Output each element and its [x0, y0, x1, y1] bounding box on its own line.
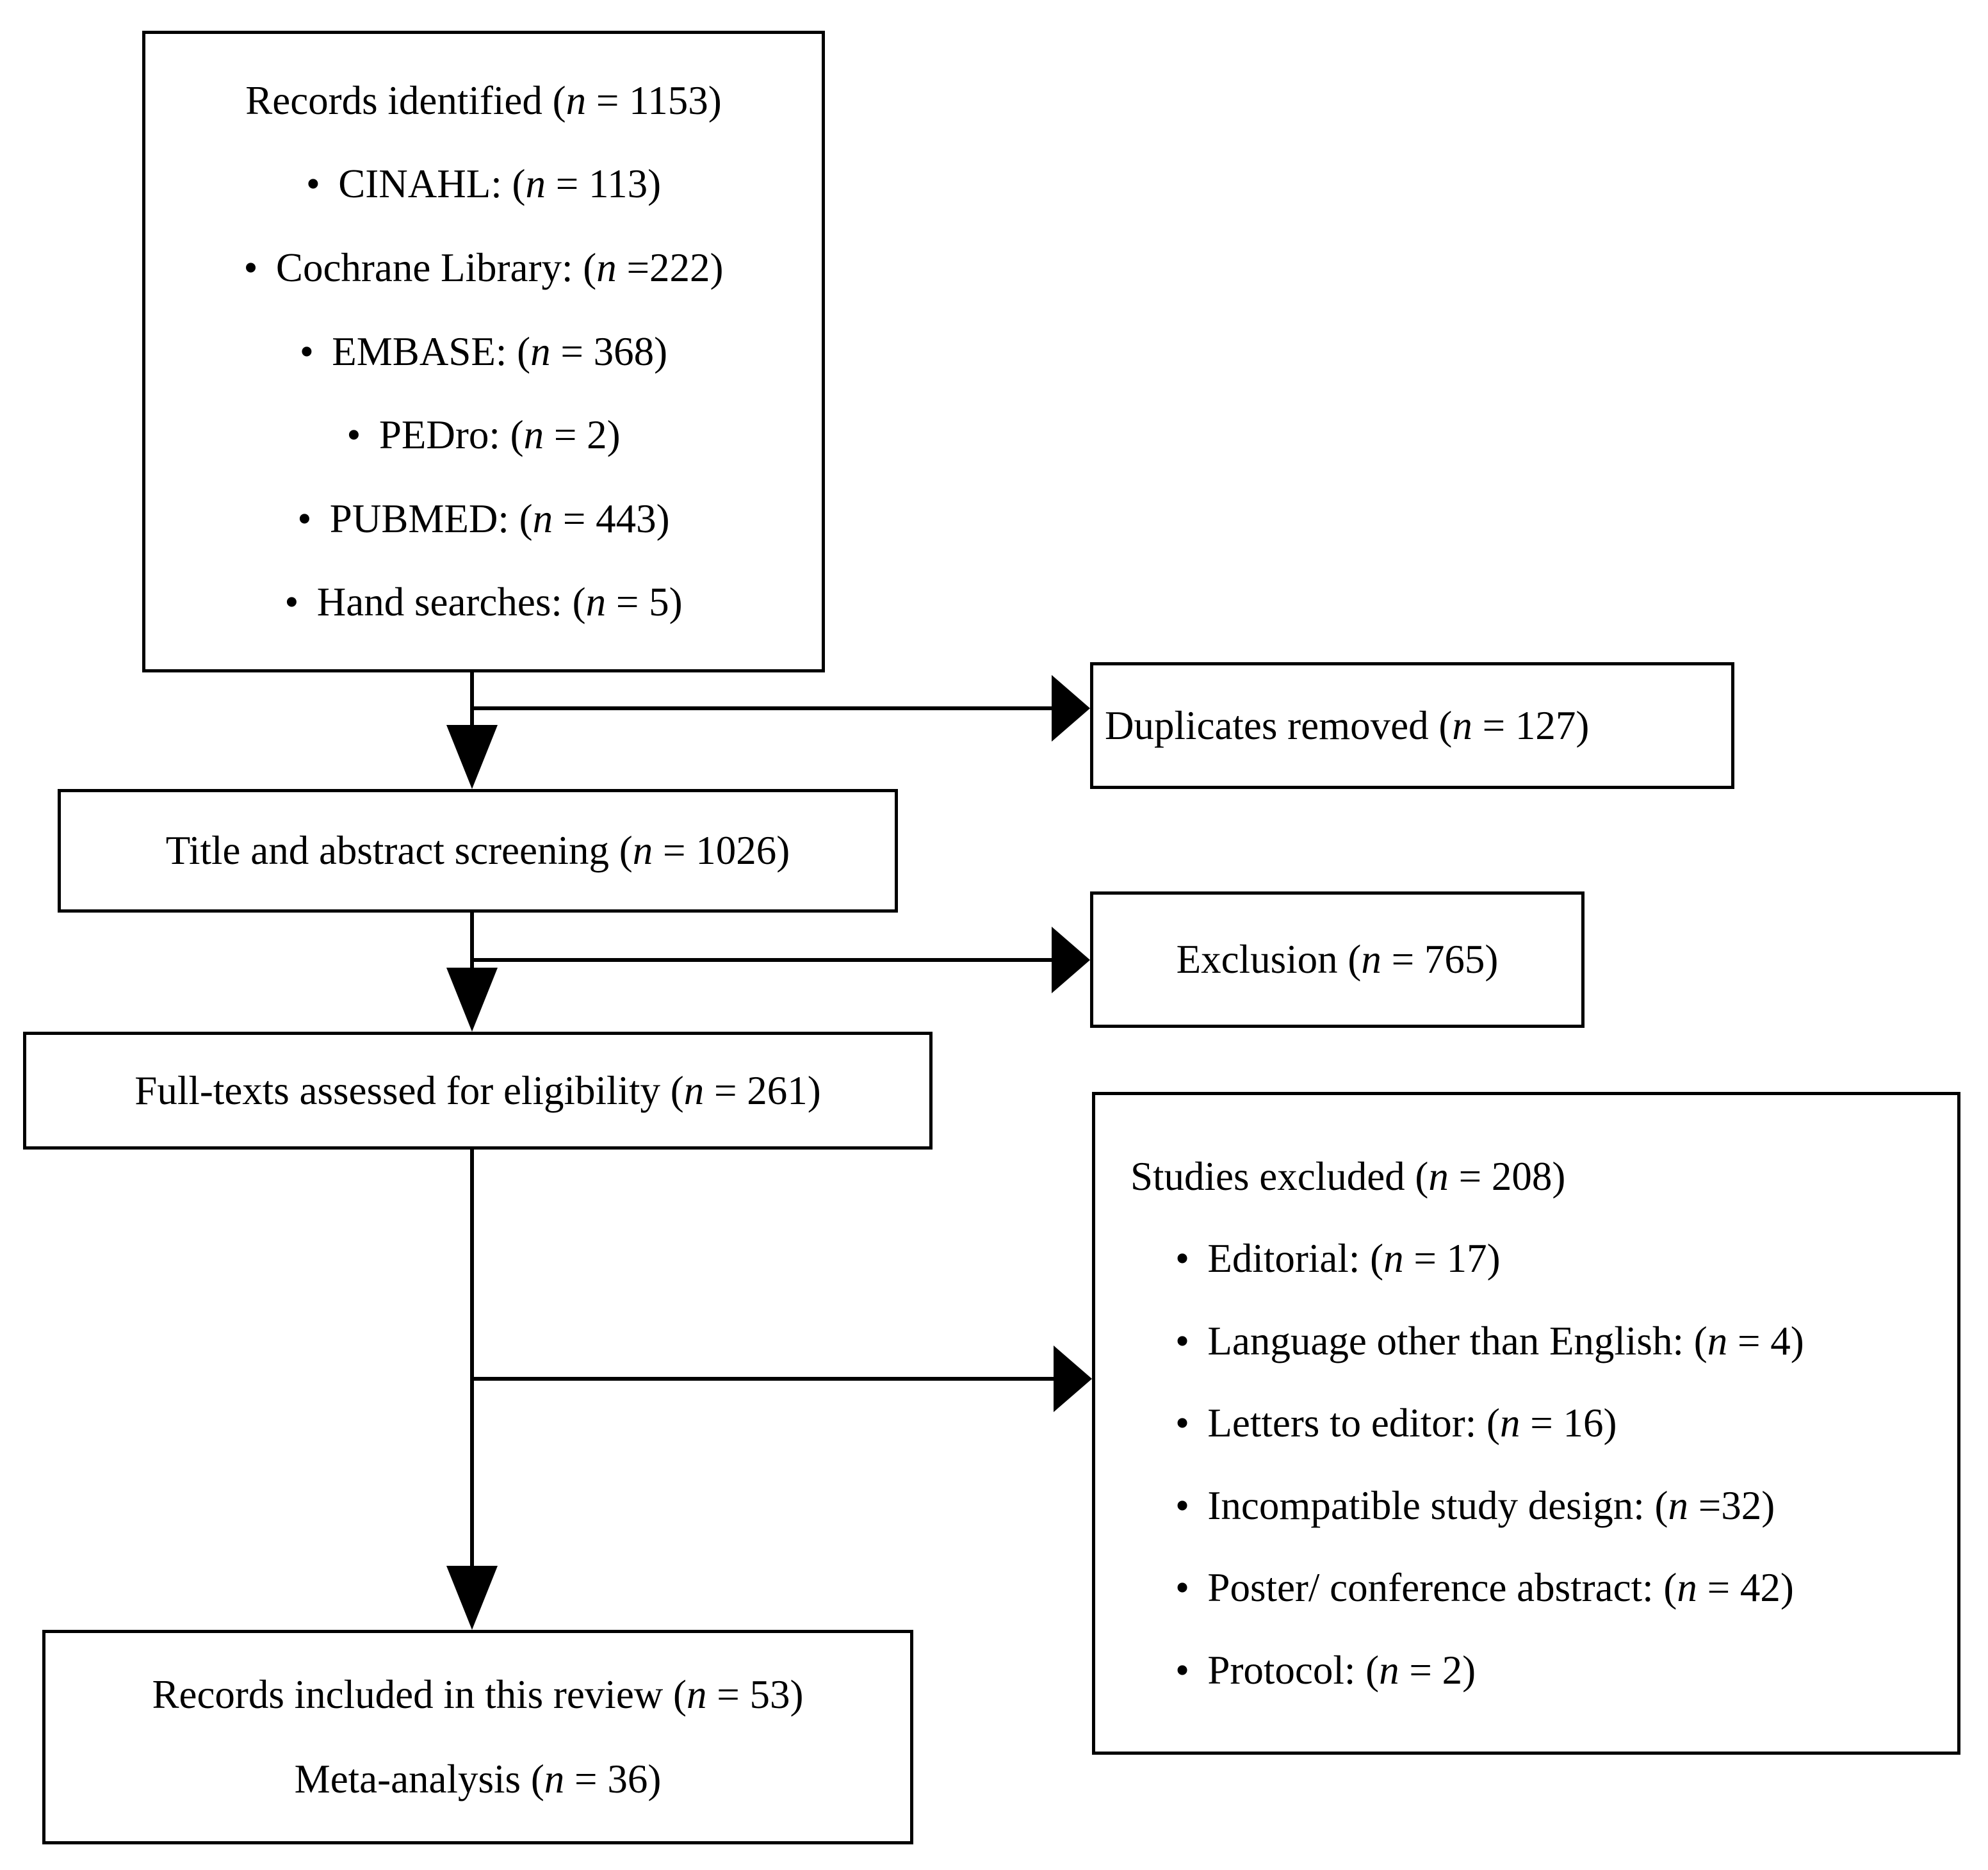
arrowhead-right-exclusion-icon [1052, 927, 1090, 993]
excluded-item-study-design: Incompatible study design: (n =32) [1175, 1483, 1941, 1529]
records-item-label: CINAHL: (n = 113) [338, 161, 662, 207]
excluded-item-poster-abstract: Poster/ conference abstract: (n = 42) [1175, 1565, 1941, 1611]
records-item-label: EMBASE: (n = 368) [332, 329, 668, 374]
bullet-icon [346, 412, 361, 457]
bullet-icon [300, 329, 314, 374]
bullet-icon [306, 161, 320, 206]
arrowhead-down-fulltexts-icon [446, 968, 498, 1032]
excluded-item-label: Letters to editor: (n = 16) [1207, 1401, 1617, 1445]
box-studies-excluded: Studies excluded (n = 208) Editorial: (n… [1092, 1092, 1960, 1755]
arrowhead-right-duplicates-icon [1052, 675, 1090, 742]
records-item-label: Hand searches: (n = 5) [316, 580, 683, 625]
bullet-icon [1175, 1236, 1189, 1281]
excluded-item-protocol: Protocol: (n = 2) [1175, 1647, 1941, 1694]
records-identified-title: Records identified (n = 1153) [245, 77, 722, 123]
records-item-cinahl: CINAHL: (n = 113) [306, 161, 661, 207]
excluded-item-label: Protocol: (n = 2) [1207, 1647, 1476, 1693]
arrowhead-down-included-icon [446, 1566, 498, 1630]
excluded-item-editorial: Editorial: (n = 17) [1175, 1235, 1941, 1282]
records-item-label: PUBMED: (n = 443) [329, 496, 670, 541]
bullet-icon [1175, 1565, 1189, 1610]
duplicates-removed-label: Duplicates removed (n = 127) [1105, 703, 1590, 748]
arrowhead-right-studies-excluded-icon [1054, 1346, 1092, 1412]
bullet-icon [1175, 1483, 1189, 1528]
excluded-item-label: Incompatible study design: (n =32) [1207, 1483, 1775, 1528]
connector-fulltexts-down-line [470, 1150, 474, 1569]
box-full-texts-assessed: Full-texts assessed for eligibility (n =… [23, 1032, 933, 1150]
bullet-icon [1175, 1648, 1189, 1693]
excluded-item-language: Language other than English: (n = 4) [1175, 1318, 1941, 1365]
bullet-icon [1175, 1401, 1189, 1445]
records-item-hand-searches: Hand searches: (n = 5) [284, 579, 682, 626]
records-item-cochrane: Cochrane Library: (n =222) [244, 245, 724, 291]
box-records-included: Records included in this review (n = 53)… [42, 1630, 913, 1844]
records-item-label: Cochrane Library: (n =222) [275, 245, 724, 290]
included-line-meta-analysis: Meta-analysis (n = 36) [294, 1757, 662, 1802]
connector-records-down-line [470, 672, 474, 731]
title-abstract-screening-label: Title and abstract screening (n = 1026) [165, 828, 790, 873]
box-duplicates-removed: Duplicates removed (n = 127) [1090, 662, 1734, 789]
excluded-item-label: Editorial: (n = 17) [1207, 1236, 1501, 1281]
bullet-icon [284, 580, 298, 624]
bullet-icon [244, 245, 258, 290]
connector-screening-down-line [470, 913, 474, 973]
records-item-embase: EMBASE: (n = 368) [300, 329, 667, 375]
excluded-item-label: Poster/ conference abstract: (n = 42) [1207, 1565, 1794, 1610]
connector-duplicates-branch-line [472, 706, 1052, 710]
connector-studies-excluded-branch-line [472, 1377, 1054, 1381]
full-texts-assessed-label: Full-texts assessed for eligibility (n =… [134, 1068, 821, 1113]
included-line-review: Records included in this review (n = 53) [152, 1671, 804, 1717]
records-item-pubmed: PUBMED: (n = 443) [297, 496, 669, 542]
box-exclusion: Exclusion (n = 765) [1090, 891, 1585, 1028]
exclusion-label: Exclusion (n = 765) [1176, 937, 1499, 982]
box-records-identified: Records identified (n = 1153) CINAHL: (n… [142, 31, 825, 672]
excluded-item-letters: Letters to editor: (n = 16) [1175, 1400, 1941, 1447]
excluded-item-label: Language other than English: (n = 4) [1207, 1318, 1804, 1363]
arrowhead-down-screening-icon [446, 725, 498, 789]
bullet-icon [297, 496, 311, 541]
studies-excluded-title: Studies excluded (n = 208) [1130, 1153, 1566, 1199]
bullet-icon [1175, 1319, 1189, 1363]
box-title-abstract-screening: Title and abstract screening (n = 1026) [58, 789, 898, 913]
connector-exclusion-branch-line [472, 958, 1052, 962]
records-item-pedro: PEDro: (n = 2) [346, 412, 620, 459]
records-item-label: PEDro: (n = 2) [379, 412, 621, 458]
